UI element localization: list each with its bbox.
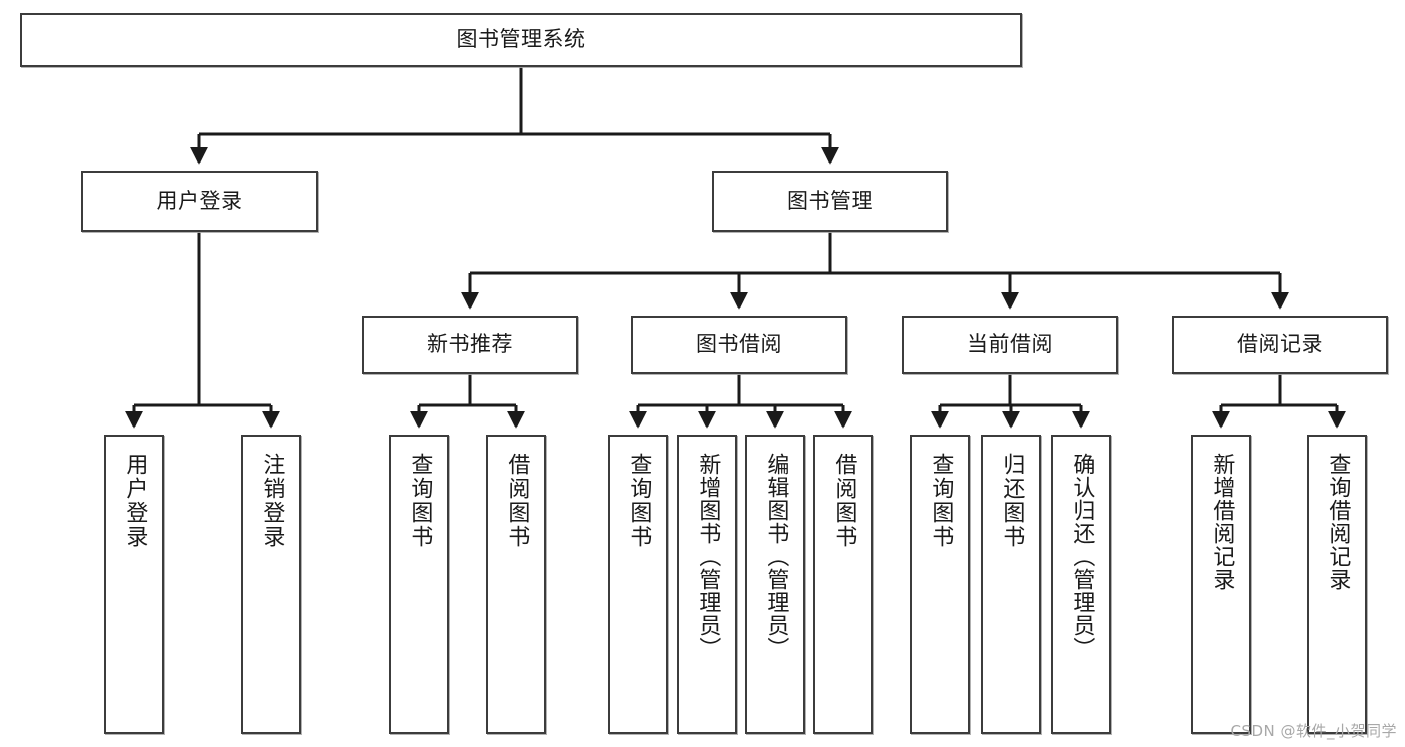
node-book-manage-label: 图书管理 [787, 188, 873, 213]
leaf-edit-book-admin[interactable]: 编辑图书（管理员） [745, 435, 805, 734]
leaf-borrow-book-rec-label: 借阅图书 [504, 453, 530, 549]
leaf-add-book-admin[interactable]: 新增图书（管理员） [677, 435, 737, 734]
edge-group-new-book-rec [410, 374, 525, 429]
leaf-borrow-book-rec[interactable]: 借阅图书 [486, 435, 546, 734]
leaf-query-book-current[interactable]: 查询图书 [910, 435, 970, 734]
edge-group-root [190, 67, 839, 165]
node-book-borrow-label: 图书借阅 [696, 332, 782, 357]
leaf-add-borrow-record[interactable]: 新增借阅记录 [1191, 435, 1251, 734]
edge-group-book-manage [461, 232, 1289, 310]
leaf-query-book-current-label: 查询图书 [928, 453, 954, 549]
leaf-confirm-return-admin-label: 确认归还（管理员） [1069, 453, 1095, 660]
edge-group-user-login [125, 232, 280, 429]
edge-group-book-borrow [629, 374, 852, 429]
leaf-return-book[interactable]: 归还图书 [981, 435, 1041, 734]
node-new-book-recommend-label: 新书推荐 [427, 332, 513, 357]
node-user-login-label: 用户登录 [156, 188, 243, 213]
leaf-query-book-borrow[interactable]: 查询图书 [608, 435, 668, 734]
node-root[interactable]: 图书管理系统 [20, 13, 1022, 67]
leaf-query-borrow-record[interactable]: 查询借阅记录 [1307, 435, 1367, 734]
leaf-user-login[interactable]: 用户登录 [104, 435, 164, 734]
leaf-add-book-admin-label: 新增图书（管理员） [695, 453, 721, 660]
leaf-query-borrow-record-label: 查询借阅记录 [1325, 453, 1351, 591]
leaf-logout[interactable]: 注销登录 [241, 435, 301, 734]
node-book-manage[interactable]: 图书管理 [712, 171, 948, 232]
node-new-book-recommend[interactable]: 新书推荐 [362, 316, 578, 374]
node-current-borrow[interactable]: 当前借阅 [902, 316, 1118, 374]
node-book-borrow[interactable]: 图书借阅 [631, 316, 847, 374]
leaf-borrow-book[interactable]: 借阅图书 [813, 435, 873, 734]
leaf-add-borrow-record-label: 新增借阅记录 [1209, 453, 1235, 591]
leaf-query-book-rec[interactable]: 查询图书 [389, 435, 449, 734]
leaf-logout-label: 注销登录 [259, 453, 285, 549]
leaf-query-book-borrow-label: 查询图书 [626, 453, 652, 549]
node-root-label: 图书管理系统 [456, 27, 586, 52]
node-current-borrow-label: 当前借阅 [967, 332, 1053, 357]
leaf-edit-book-admin-label: 编辑图书（管理员） [763, 453, 789, 660]
leaf-user-login-label: 用户登录 [122, 453, 148, 549]
node-borrow-record-label: 借阅记录 [1237, 332, 1323, 357]
leaf-borrow-book-label: 借阅图书 [831, 453, 857, 549]
node-user-login[interactable]: 用户登录 [81, 171, 318, 232]
leaf-confirm-return-admin[interactable]: 确认归还（管理员） [1051, 435, 1111, 734]
edge-group-current-borrow [931, 374, 1090, 429]
node-borrow-record[interactable]: 借阅记录 [1172, 316, 1388, 374]
watermark: CSDN @软件_小贺同学 [1230, 722, 1397, 740]
leaf-query-book-rec-label: 查询图书 [407, 453, 433, 549]
leaf-return-book-label: 归还图书 [999, 453, 1025, 549]
edge-group-borrow-record [1212, 374, 1346, 429]
